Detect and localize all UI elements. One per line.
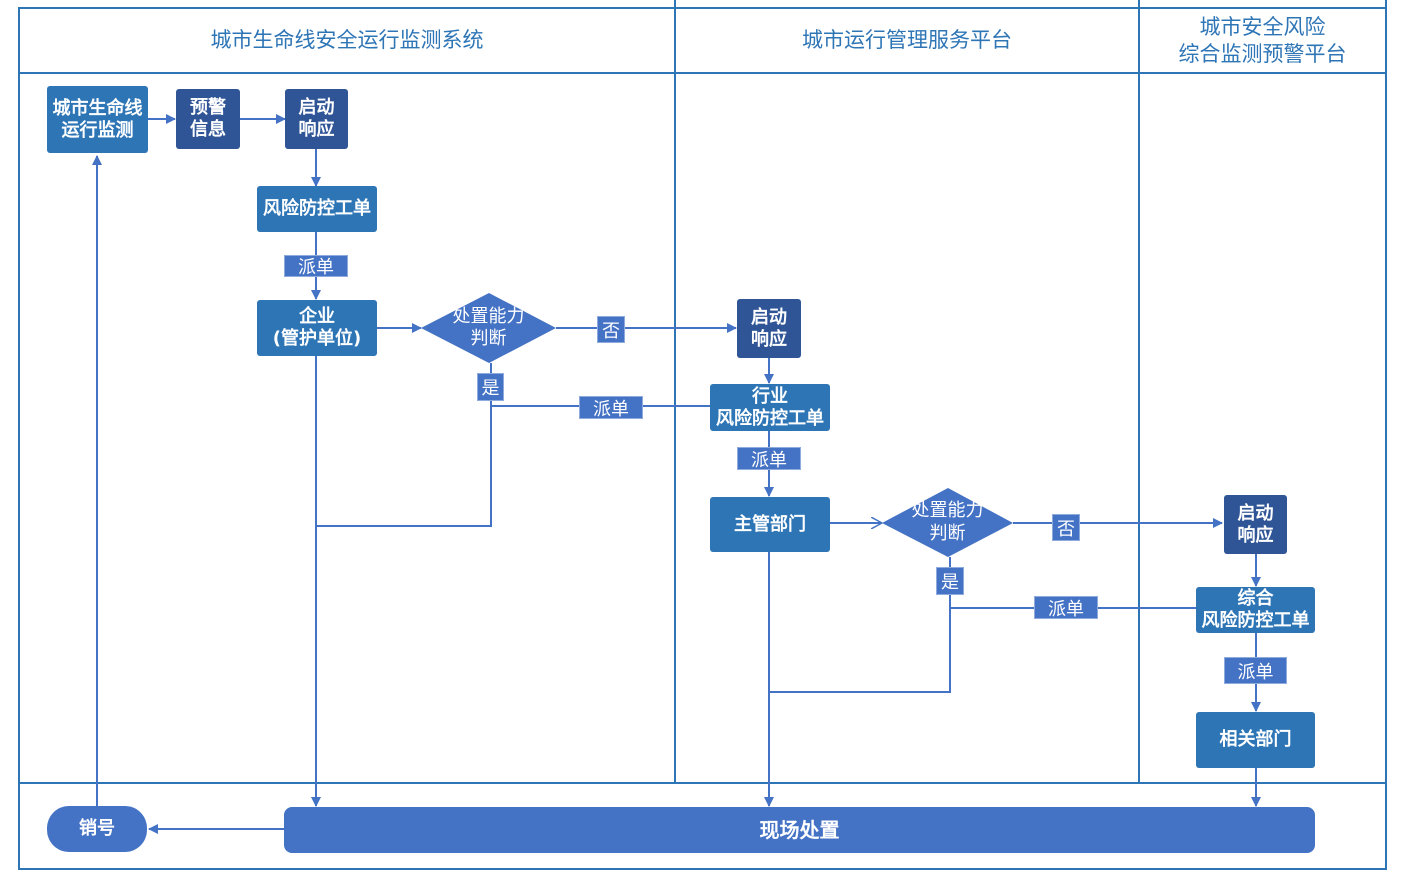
label-dispatch-1: 派单	[284, 255, 348, 278]
node-close-case[interactable]: 销号	[47, 806, 147, 852]
label-no-2: 否	[1052, 514, 1080, 541]
label-yes-2: 是	[936, 567, 964, 595]
label-dispatch-4: 派单	[1034, 596, 1098, 620]
decision-1-text: 处置能力 判断	[452, 305, 525, 350]
node-competent-department[interactable]: 主管部门	[710, 497, 830, 552]
node-lifeline-monitoring[interactable]: 城市生命线 运行监测	[47, 86, 148, 153]
decision-2-text: 处置能力 判断	[911, 500, 984, 544]
node-enterprise[interactable]: 企业 (管护单位)	[257, 300, 377, 356]
node-start-response-1[interactable]: 启动 响应	[285, 89, 348, 149]
edge-decision1-yes	[316, 363, 492, 527]
label-dispatch-3: 派单	[737, 447, 801, 471]
swimlane-frame	[18, 0, 1387, 870]
lane-title-risk-warning-platform: 城市安全风险 综合监测预警平台	[1178, 15, 1347, 66]
label-yes-1: 是	[477, 373, 504, 401]
node-start-response-3[interactable]: 启动 响应	[1224, 495, 1287, 554]
node-related-departments[interactable]: 相关部门	[1196, 712, 1315, 768]
label-dispatch-2: 派单	[579, 396, 643, 420]
node-comprehensive-risk-ticket[interactable]: 综合 风险防控工单	[1196, 587, 1315, 633]
node-risk-ticket-1[interactable]: 风险防控工单	[257, 186, 377, 232]
decision-diamond-2	[882, 488, 1013, 557]
decision-diamond-1	[421, 293, 556, 363]
node-warning-info[interactable]: 预警 信息	[176, 89, 240, 149]
lane-title-city-operation-platform: 城市运行管理服务平台	[802, 28, 1012, 53]
node-industry-risk-ticket[interactable]: 行业 风险防控工单	[710, 384, 830, 431]
node-start-response-2[interactable]: 启动 响应	[737, 299, 801, 358]
node-onsite-disposal[interactable]: 现场处置	[284, 807, 1315, 853]
label-dispatch-5: 派单	[1224, 657, 1287, 684]
lane-title-lifeline-system: 城市生命线安全运行监测系统	[210, 28, 484, 53]
edge-decision2-yes	[769, 557, 951, 693]
label-no-1: 否	[597, 316, 625, 343]
